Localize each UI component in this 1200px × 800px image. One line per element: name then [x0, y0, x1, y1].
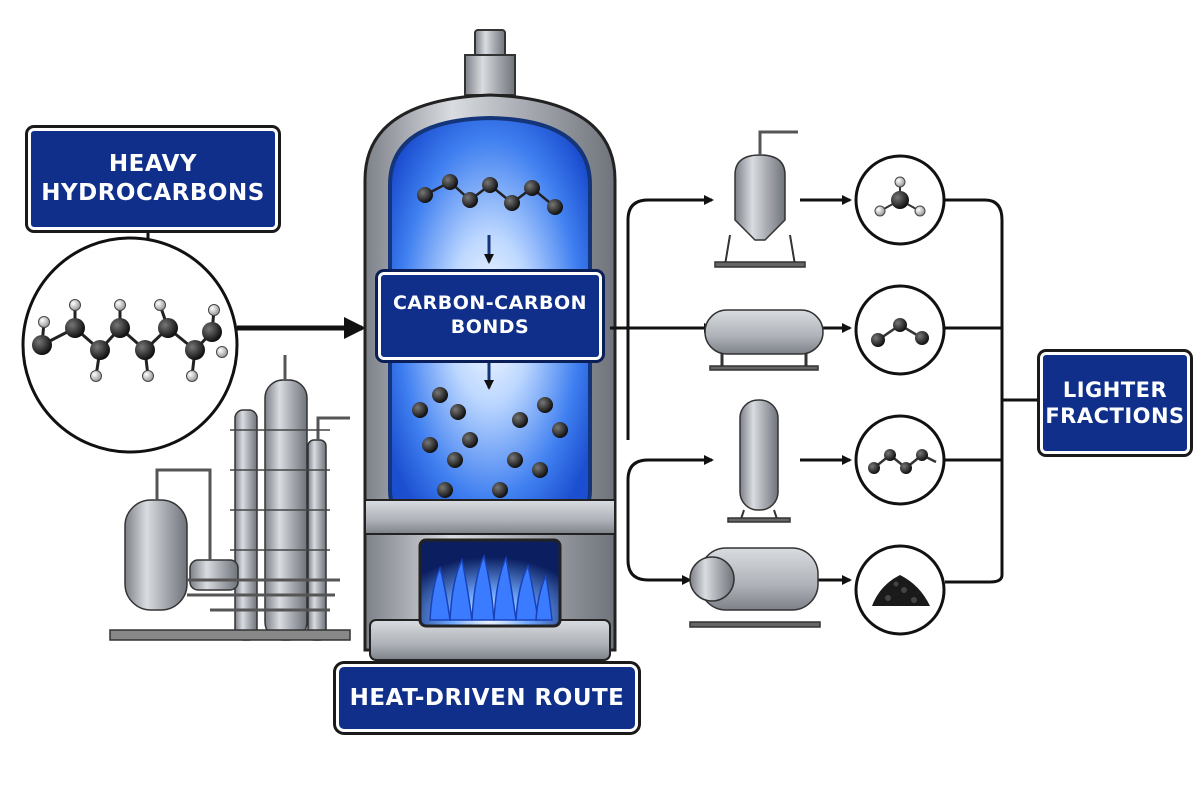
- lighter-label-line1: LIGHTER: [1062, 377, 1168, 402]
- route-label-text: HEAT-DRIVEN ROUTE: [349, 684, 625, 711]
- medium-chain-molecule-icon: [854, 414, 946, 506]
- heavy-label-line2: HYDROCARBONS: [41, 180, 265, 206]
- cracking-reactor-icon: [363, 29, 617, 661]
- lighter-label-line2: FRACTIONS: [1045, 404, 1185, 428]
- column-vessel-icon: [727, 399, 791, 523]
- short-chain-molecule-icon: [854, 284, 946, 376]
- drum-vessel-icon: [689, 547, 821, 628]
- carbon-carbon-bonds-label: CARBON-CARBON BONDS: [378, 272, 602, 360]
- coke-pile-icon: [854, 544, 946, 636]
- tower-vessel-icon: [714, 130, 806, 268]
- carbon-label-line2: BONDS: [450, 316, 530, 338]
- heavy-label-line1: HEAVY: [108, 151, 198, 178]
- long-chain-molecule-icon: [21, 236, 239, 454]
- carbon-label-line1: CARBON-CARBON: [392, 292, 587, 315]
- flame-icon: [418, 538, 562, 628]
- methane-molecule-icon: [854, 154, 946, 246]
- horizontal-tank-icon: [704, 309, 824, 371]
- distribution-lines: [610, 195, 1038, 585]
- heavy-hydrocarbons-label: HEAVY HYDROCARBONS: [28, 128, 278, 230]
- refinery-plant-icon: [109, 355, 351, 641]
- lighter-fractions-label: LIGHTER FRACTIONS: [1040, 352, 1190, 454]
- heat-driven-route-label: HEAT-DRIVEN ROUTE: [336, 664, 638, 732]
